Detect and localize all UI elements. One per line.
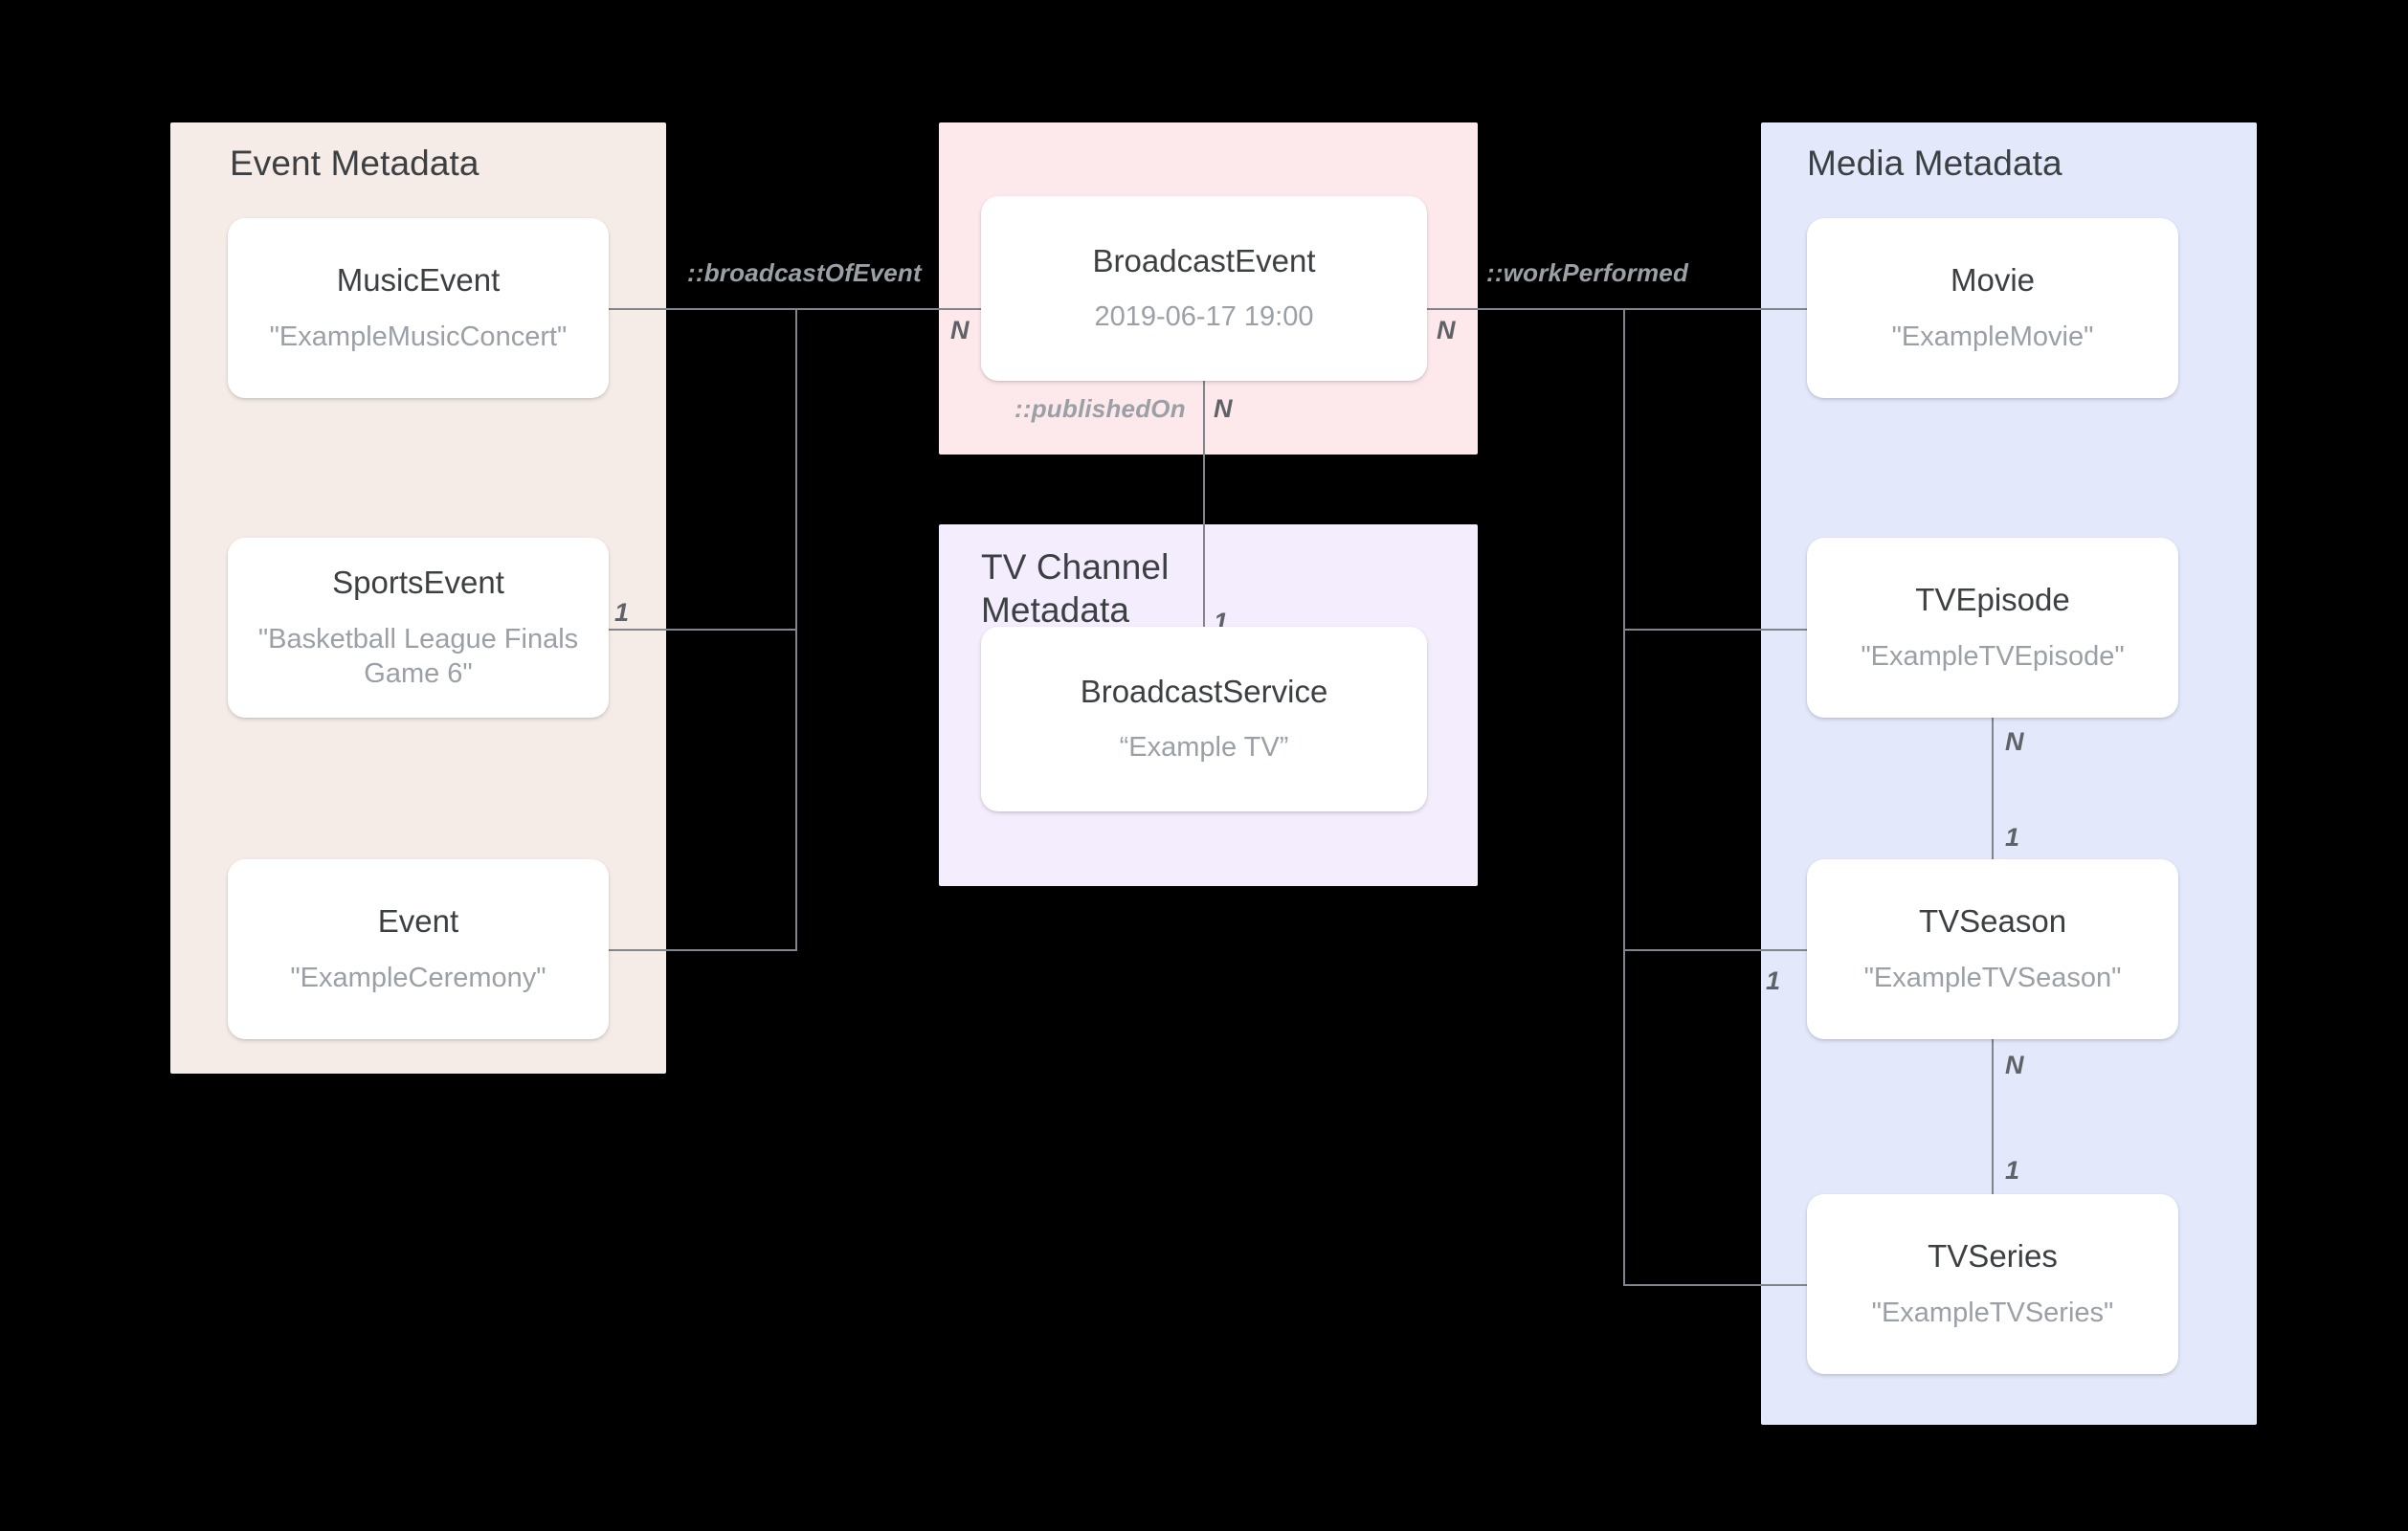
edge-right-trunk: [1623, 308, 1625, 1284]
edge-event-stub: [609, 949, 797, 951]
node-tv-episode[interactable]: TVEpisode "ExampleTVEpisode": [1807, 538, 2178, 718]
panel-title-event-metadata: Event Metadata: [230, 144, 479, 183]
edge-left-to-broadcast-event: [795, 308, 983, 310]
cardinality-sports-to-broadcast: 1: [614, 598, 630, 627]
edge-right-to-tv-series: [1623, 1284, 1809, 1286]
node-subtitle: "ExampleTVSeries": [1871, 1297, 2114, 1328]
edge-right-to-tv-episode: [1623, 629, 1809, 631]
cardinality-broadcast-to-work: N: [1437, 316, 1456, 344]
edge-tv-season-to-tv-series: [1992, 1039, 1994, 1196]
cardinality-episode-to-season-n: N: [2005, 727, 2024, 756]
node-title: BroadcastService: [1080, 673, 1328, 709]
node-movie[interactable]: Movie "ExampleMovie": [1807, 218, 2178, 398]
node-subtitle: "ExampleTVEpisode": [1861, 640, 2125, 672]
edge-label-published-on: ::publishedOn: [1014, 394, 1186, 423]
node-subtitle: 2019-06-17 19:00: [1094, 301, 1314, 333]
node-title: MusicEvent: [336, 262, 501, 299]
node-subtitle: "ExampleCeremony": [290, 962, 546, 993]
cardinality-episode-to-season-1: 1: [2005, 823, 2020, 852]
node-title: BroadcastEvent: [1092, 242, 1316, 278]
cardinality-series-branch-1: 1: [1766, 966, 1781, 995]
edge-label-work-performed: ::workPerformed: [1486, 258, 1689, 287]
node-title: TVSeason: [1918, 903, 2067, 940]
node-tv-series[interactable]: TVSeries "ExampleTVSeries": [1807, 1194, 2178, 1374]
cardinality-published-on-n: N: [1214, 394, 1233, 423]
node-title: Event: [377, 903, 459, 940]
node-music-event[interactable]: MusicEvent "ExampleMusicConcert": [228, 218, 609, 398]
node-title: TVEpisode: [1915, 582, 2070, 618]
edge-broadcast-event-to-media: [1427, 308, 1809, 310]
node-title: TVSeries: [1928, 1238, 2058, 1275]
node-tv-season[interactable]: TVSeason "ExampleTVSeason": [1807, 859, 2178, 1039]
edge-left-trunk: [795, 308, 797, 951]
edge-tv-episode-to-tv-season: [1992, 718, 1994, 861]
node-event[interactable]: Event "ExampleCeremony": [228, 859, 609, 1039]
edge-sports-stub: [609, 629, 797, 631]
node-subtitle: "ExampleMovie": [1891, 321, 2094, 352]
node-broadcast-event[interactable]: BroadcastEvent 2019-06-17 19:00: [981, 196, 1427, 381]
node-title: SportsEvent: [332, 565, 504, 601]
node-subtitle: "Basketball League Finals Game 6": [257, 623, 579, 689]
node-subtitle: "ExampleMusicConcert": [269, 321, 568, 352]
node-sports-event[interactable]: SportsEvent "Basketball League Finals Ga…: [228, 538, 609, 718]
cardinality-season-to-series-n: N: [2005, 1051, 2024, 1079]
node-broadcast-service[interactable]: BroadcastService “Example TV”: [981, 627, 1427, 811]
edge-published-on-drop: [1203, 381, 1205, 629]
node-title: Movie: [1950, 262, 2036, 299]
cardinality-season-to-series-1: 1: [2005, 1156, 2020, 1185]
node-subtitle: "ExampleTVSeason": [1863, 962, 2122, 993]
edge-label-broadcast-of-event: ::broadcastOfEvent: [687, 258, 922, 287]
cardinality-music-to-broadcast: N: [950, 316, 970, 344]
panel-title-media-metadata: Media Metadata: [1807, 144, 2062, 183]
edge-right-to-tv-season: [1623, 949, 1809, 951]
panel-title-tv-channel-metadata: TV Channel Metadata: [981, 547, 1170, 631]
edge-music-stub: [609, 308, 797, 310]
node-subtitle: “Example TV”: [1119, 732, 1289, 764]
